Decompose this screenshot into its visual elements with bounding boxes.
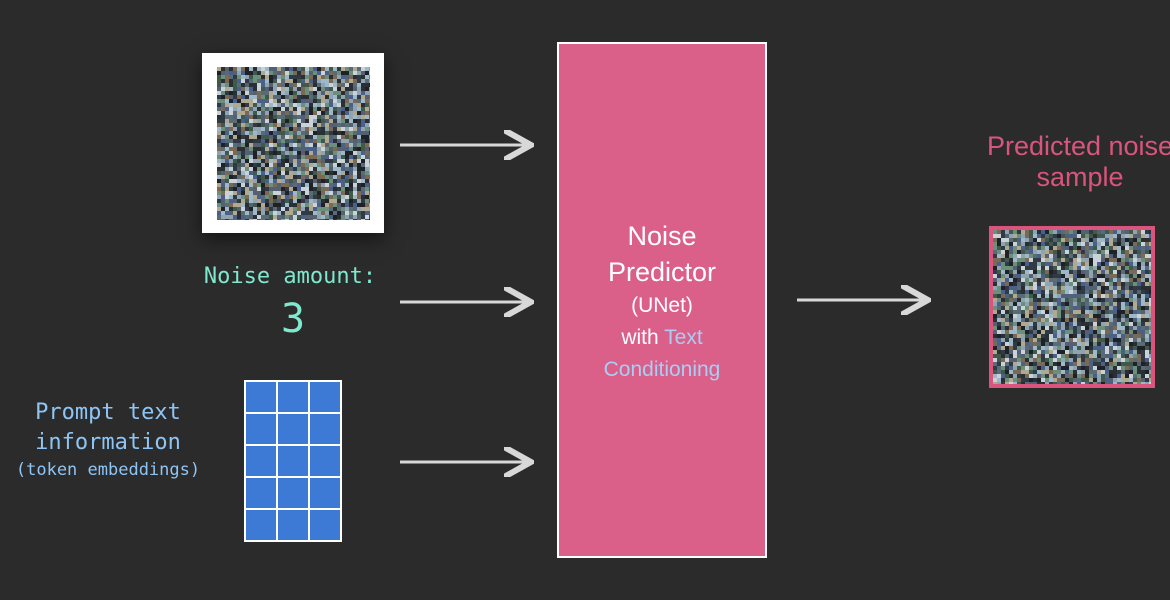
embedding-cell — [246, 414, 276, 444]
prompt-line-3: (token embeddings) — [15, 460, 201, 480]
noise-amount-label: Noise amount: — [203, 264, 377, 289]
predicted-noise-title-line-1: Predicted noise — [986, 131, 1170, 161]
embedding-cell — [246, 446, 276, 476]
embedding-cell — [278, 510, 308, 540]
predicted-noise-frame — [989, 226, 1155, 388]
embedding-cell — [310, 446, 340, 476]
embedding-cell — [246, 510, 276, 540]
prompt-line-1: Prompt text — [35, 400, 181, 425]
predictor-line-4: with Text — [557, 322, 767, 354]
embedding-cell — [310, 478, 340, 508]
embedding-cell — [310, 414, 340, 444]
embedding-cell — [246, 382, 276, 412]
noise-predictor-box — [557, 42, 767, 558]
predictor-line-1: Noise — [627, 221, 697, 251]
noisy-image — [217, 67, 370, 220]
noise-amount-value: 3 — [280, 296, 306, 342]
embedding-cell — [278, 478, 308, 508]
predictor-line-2: Predictor — [607, 257, 717, 287]
predictor-line-4-prefix: with — [621, 326, 665, 349]
embedding-cell — [310, 382, 340, 412]
embedding-cell — [278, 446, 308, 476]
embedding-cell — [310, 510, 340, 540]
predicted-noise-title-line-2: sample — [1036, 162, 1124, 192]
embedding-cell — [246, 478, 276, 508]
prompt-line-2: information — [35, 430, 181, 455]
predicted-noise-title: Predicted noise sample — [955, 131, 1170, 193]
noisy-image-frame — [202, 53, 384, 233]
noise-predictor-text: Noise Predictor (UNet) with Text Conditi… — [557, 218, 767, 386]
predictor-line-5: Conditioning — [603, 358, 721, 381]
predicted-noise-image — [993, 230, 1151, 384]
predictor-line-3: (UNet) — [631, 294, 693, 317]
embedding-cell — [278, 382, 308, 412]
prompt-text-label: Prompt text information (token embedding… — [0, 398, 224, 482]
token-embeddings-grid — [244, 380, 342, 542]
embedding-cell — [278, 414, 308, 444]
predictor-line-4-accent: Text — [664, 326, 703, 349]
